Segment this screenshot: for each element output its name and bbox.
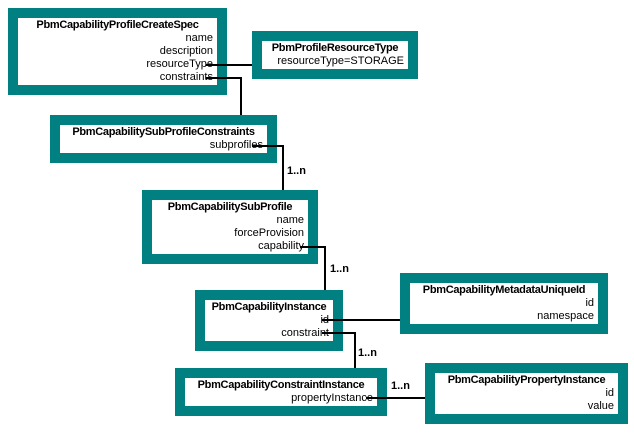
field-name: name — [276, 214, 304, 226]
class-box-pbm-capability-instance: PbmCapabilityInstance id constraint — [195, 290, 343, 351]
field-force-provision: forceProvision — [234, 227, 304, 239]
class-title: PbmProfileResourceType — [271, 42, 399, 54]
field-description: description — [159, 45, 213, 57]
multiplicity-label-subprofiles: 1..n — [287, 165, 306, 177]
class-box-pbm-capability-constraint-instance: PbmCapabilityConstraintInstance property… — [175, 368, 387, 416]
multiplicity-label-capability: 1..n — [330, 263, 349, 275]
field-id: id — [605, 387, 614, 399]
field-id: id — [585, 297, 594, 309]
multiplicity-label-constraint: 1..n — [358, 347, 377, 359]
class-title: PbmCapabilityInstance — [211, 301, 327, 313]
field-resource-type-storage: resourceType=STORAGE — [277, 55, 404, 67]
class-title: PbmCapabilityConstraintInstance — [197, 379, 365, 391]
class-box-pbm-capability-property-instance: PbmCapabilityPropertyInstance id value — [425, 363, 628, 424]
multiplicity-label-propertyinstance: 1..n — [391, 380, 410, 392]
field-resource-type: resourceType — [146, 58, 213, 70]
class-title: PbmCapabilitySubProfile — [167, 201, 293, 213]
class-title: PbmCapabilityMetadataUniqueId — [422, 284, 586, 296]
class-title: PbmCapabilitySubProfileConstraints — [72, 126, 255, 138]
class-box-pbm-profile-resource-type: PbmProfileResourceType resourceType=STOR… — [252, 31, 418, 79]
class-title: PbmCapabilityProfileCreateSpec — [36, 19, 199, 31]
field-constraint: constraint — [281, 327, 329, 339]
field-namespace: namespace — [537, 310, 594, 322]
field-name: name — [185, 32, 213, 44]
field-subprofiles: subprofiles — [209, 139, 263, 151]
field-capability: capability — [258, 240, 304, 252]
field-id: id — [320, 314, 329, 326]
class-title: PbmCapabilityPropertyInstance — [447, 374, 606, 386]
field-constraints: constraints — [159, 71, 213, 83]
class-box-pbm-capability-sub-profile-constraints: PbmCapabilitySubProfileConstraints subpr… — [50, 115, 277, 163]
class-box-pbm-capability-metadata-unique-id: PbmCapabilityMetadataUniqueId id namespa… — [400, 273, 608, 334]
class-box-pbm-capability-sub-profile: PbmCapabilitySubProfile name forceProvis… — [142, 190, 318, 264]
class-box-pbm-capability-profile-create-spec: PbmCapabilityProfileCreateSpec name desc… — [8, 8, 227, 95]
field-value: value — [587, 400, 614, 412]
field-property-instance: propertyInstance — [291, 392, 373, 404]
